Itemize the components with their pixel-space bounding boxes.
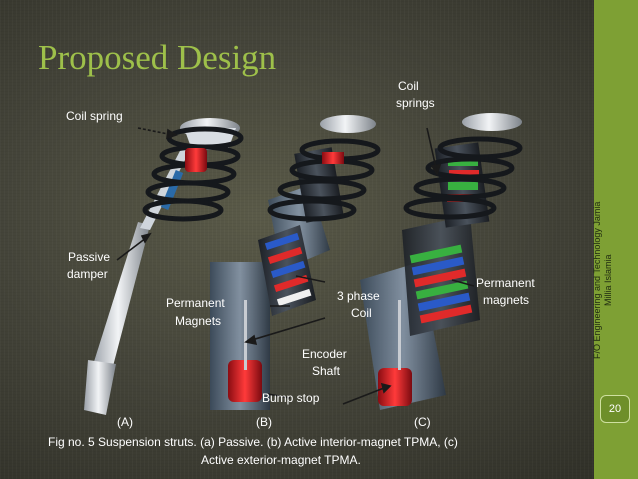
figure-caption-line2: Active exterior-magnet TPMA. xyxy=(201,452,361,469)
label-three-phase-line1: 3 phase xyxy=(337,288,380,305)
label-passive-line2: damper xyxy=(67,266,108,283)
label-encoder-line1: Encoder xyxy=(302,346,347,363)
label-passive-line1: Passive xyxy=(68,249,110,266)
label-part-b: (B) xyxy=(256,414,272,431)
page-number-badge: 20 xyxy=(600,395,630,423)
label-bump-stop: Bump stop xyxy=(262,390,319,407)
label-permanent-magnets-c-line2: magnets xyxy=(483,292,529,309)
label-permanent-magnets-b-line2: Magnets xyxy=(175,313,221,330)
label-coil-spring: Coil spring xyxy=(66,108,123,125)
label-permanent-magnets-c-line1: Permanent xyxy=(476,275,535,292)
label-coil-springs-line1: Coil xyxy=(398,78,419,95)
label-part-c: (C) xyxy=(414,414,431,431)
strut-c xyxy=(360,113,522,410)
label-permanent-magnets-b-line1: Permanent xyxy=(166,295,225,312)
label-encoder-line2: Shaft xyxy=(312,363,340,380)
label-three-phase-line2: Coil xyxy=(351,305,372,322)
label-part-a: (A) xyxy=(117,414,133,431)
figure-caption-line1: Fig no. 5 Suspension struts. (a) Passive… xyxy=(48,434,458,451)
slide-title: Proposed Design xyxy=(38,38,276,78)
label-coil-springs-line2: springs xyxy=(396,95,435,112)
institution-label: F/O Engineering and Technology Jamia Mil… xyxy=(592,190,636,370)
